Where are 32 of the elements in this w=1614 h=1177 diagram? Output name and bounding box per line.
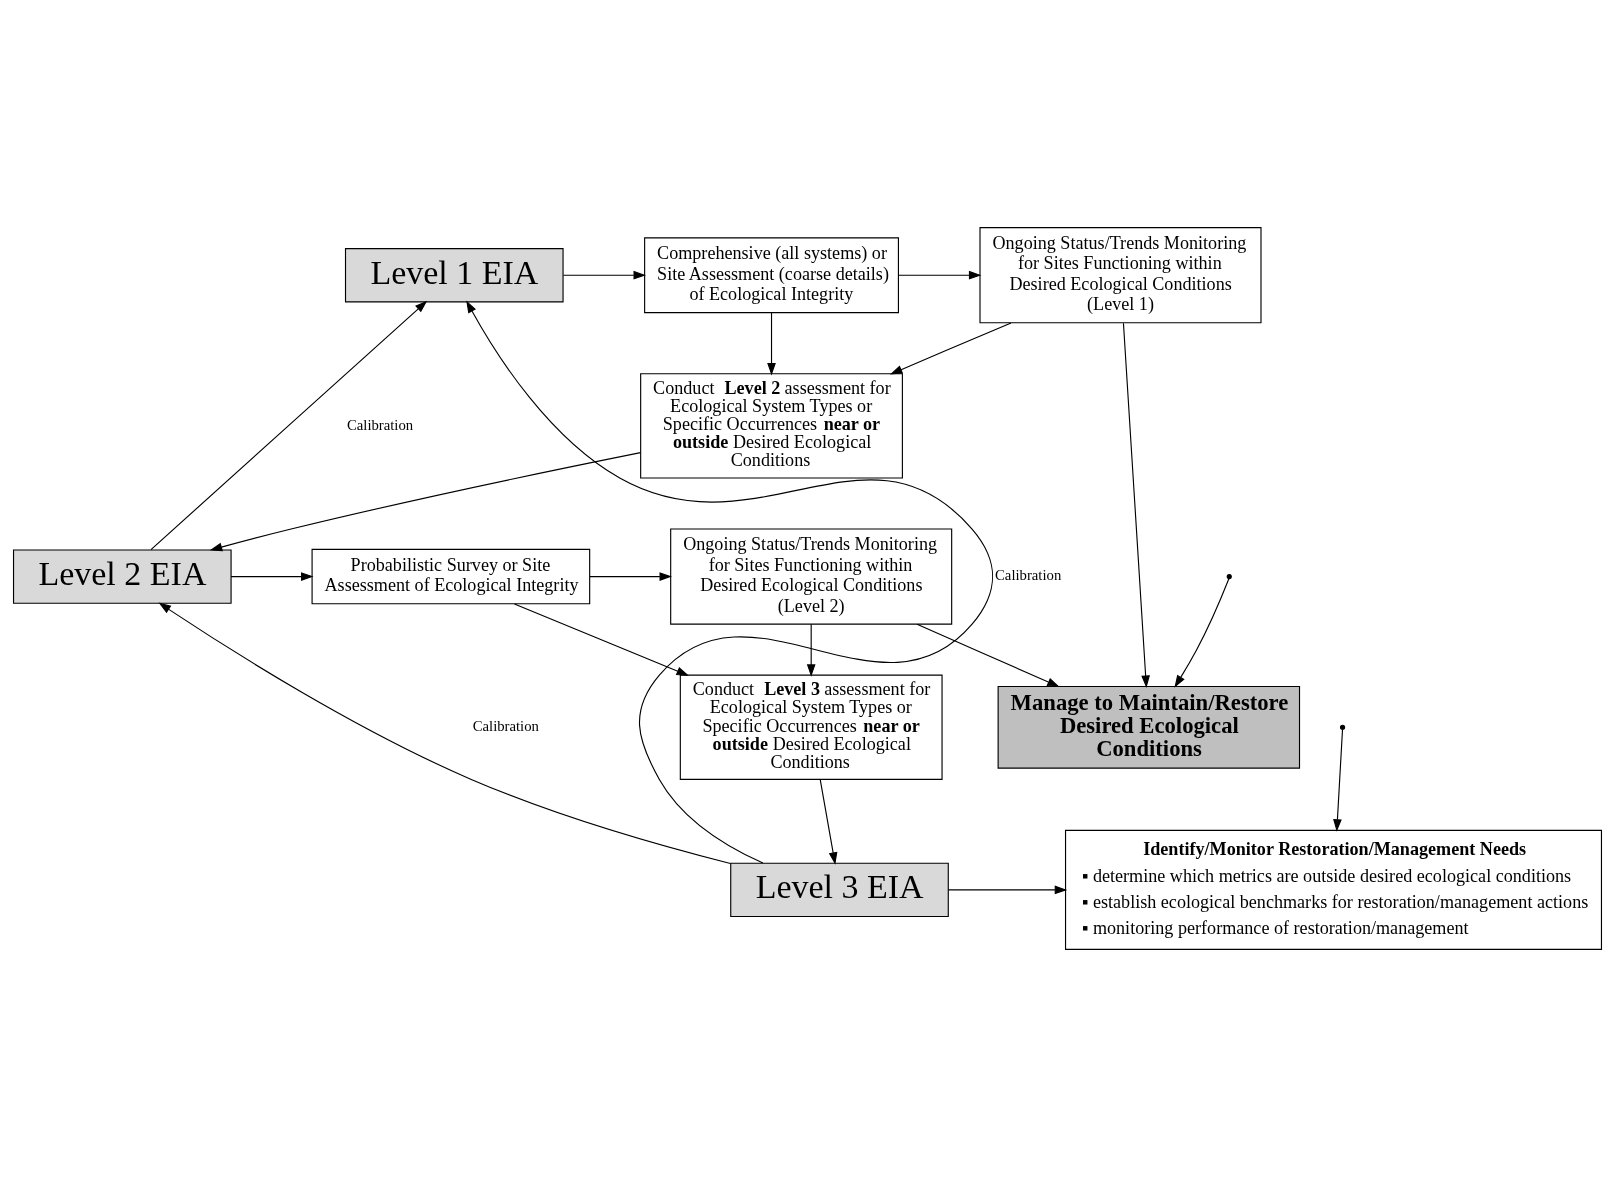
arrow: [806, 623, 816, 677]
arrow: [819, 779, 837, 865]
node-box: Conduct Level 2 assessment for Ecological System Types or Specific Occurrences near or outside Desired Ecological Conditions: [639, 373, 903, 479]
node-box: Probabilistic Survey or Site Assessment of Ecological Integrity: [311, 548, 590, 605]
node-box: Level 1 EIA: [344, 248, 564, 303]
edge-label: Calibration: [994, 567, 1061, 584]
edge-label: Calibration: [472, 718, 539, 735]
node-box: Ongoing Status/Trends Monitoring for Sites Functioning within Desired Ecological Conditions (Level 2): [669, 528, 952, 625]
arrow: [562, 270, 646, 280]
arrow: [889, 322, 1012, 375]
node-box: Manage to Maintain/Restore Desired Ecological Conditions: [997, 685, 1300, 769]
arrow: [149, 300, 427, 551]
arrow: [947, 885, 1067, 895]
node-box: Comprehensive (all systems) or Site Assessment (coarse details) of Ecological Integrity: [643, 237, 899, 314]
arrow: [766, 312, 776, 376]
node-box: Level 2 EIA: [12, 549, 232, 604]
edge-label: Calibration: [346, 416, 413, 433]
arrow: [209, 452, 641, 552]
node-box: Level 3 EIA: [729, 862, 949, 918]
arrow: [588, 572, 672, 581]
arrow: [465, 300, 993, 864]
arrow: [1173, 578, 1229, 688]
node-box: Ongoing Status/Trends Monitoring for Sites Functioning within Desired Ecological Conditions (Level 1): [978, 227, 1262, 324]
arrow: [1122, 322, 1150, 688]
arrow: [230, 572, 313, 581]
arrow: [1332, 728, 1343, 832]
node-box: Identify/Monitor Restoration/Management Needs ▪ determine which metrics are outside desired ecological conditions ▪ establish ecological benchmarks for restoration/management actions ▪ monitoring performance of restoration/management: [1064, 829, 1602, 950]
arrow: [158, 602, 731, 865]
arrow: [916, 623, 1060, 687]
arrow: [897, 270, 981, 280]
node-box: Conduct Level 3 assessment for Ecological System Types or Specific Occurrences near or outside Desired Ecological Conditions: [679, 674, 943, 780]
arrow: [513, 603, 689, 676]
